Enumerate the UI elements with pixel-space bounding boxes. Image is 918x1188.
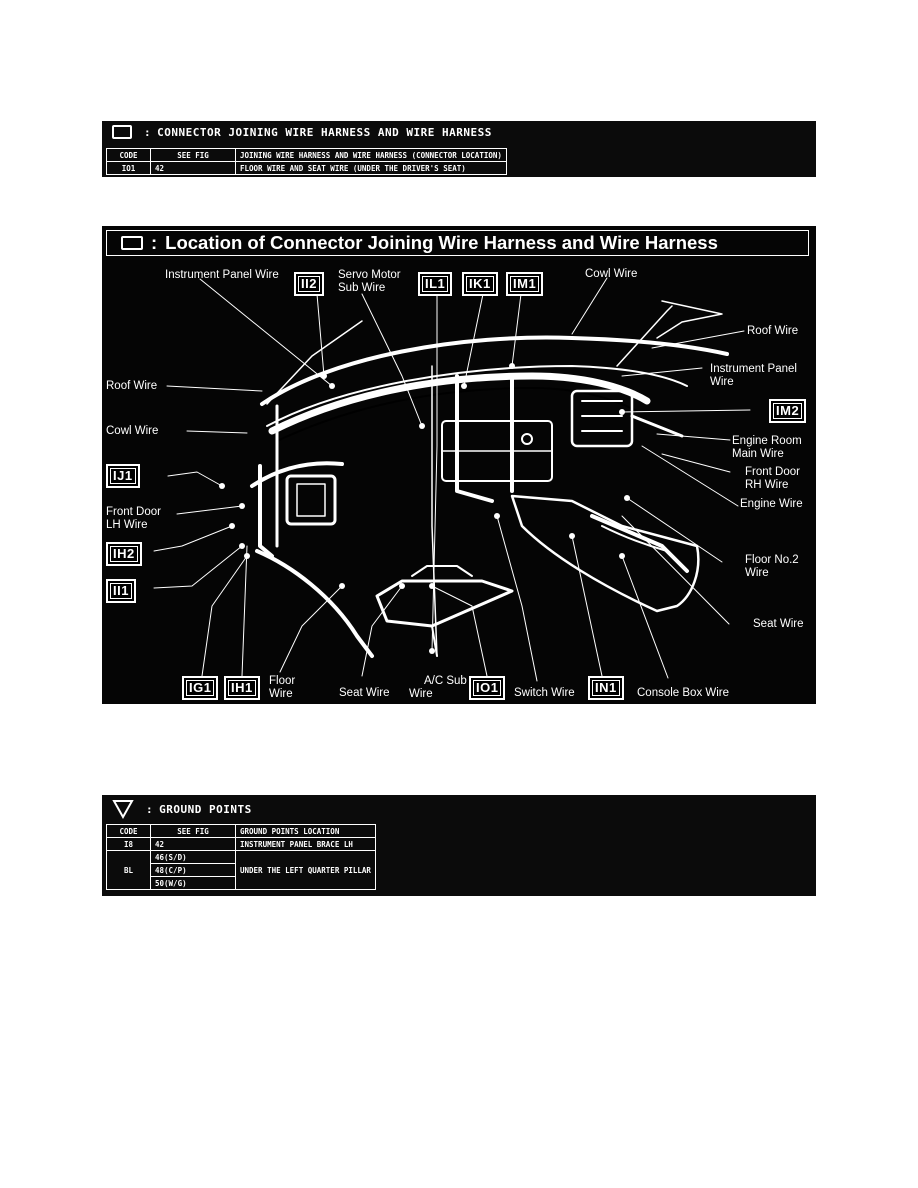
- row-location: INSTRUMENT PANEL BRACE LH: [235, 837, 376, 851]
- code-ij1: IJ1: [106, 464, 140, 488]
- label-seat-wire-bottom: Seat Wire: [339, 687, 390, 699]
- connector-table: : CONNECTOR JOINING WIRE HARNESS AND WIR…: [102, 121, 816, 177]
- label-front-door-rh: Front Door: [745, 466, 800, 478]
- table-row: IO1 42 FLOOR WIRE AND SEAT WIRE (UNDER T…: [106, 161, 507, 175]
- floor-harness: [255, 549, 374, 658]
- header-location: JOINING WIRE HARNESS AND WIRE HARNESS (C…: [235, 148, 507, 162]
- label-instrument-panel-wire-top: Instrument Panel Wire: [165, 269, 279, 281]
- row-location: UNDER THE LEFT QUARTER PILLAR: [235, 850, 376, 890]
- row-code: IO1: [106, 161, 151, 175]
- label-floor-no2: Floor No.2: [745, 554, 799, 566]
- row-see-fig: 42: [150, 837, 236, 851]
- code-io1: IO1: [469, 676, 506, 700]
- code-ii1: II1: [106, 579, 136, 603]
- connector-square-icon: [112, 125, 132, 139]
- label-engine-wire: Engine Wire: [740, 498, 803, 510]
- header-ground-location: GROUND POINTS LOCATION: [235, 824, 376, 838]
- ground-table-title: GROUND POINTS: [159, 802, 252, 816]
- label-engine-room: Engine Room: [732, 435, 802, 447]
- console-body: [510, 494, 700, 613]
- code-ii2: II2: [294, 272, 324, 296]
- label-cowl-wire-top: Cowl Wire: [585, 268, 638, 280]
- ground-points-table: : GROUND POINTS CODE SEE FIG GROUND POIN…: [102, 795, 816, 896]
- row-see-fig: 46(S/D): [150, 850, 236, 864]
- header-code: CODE: [106, 148, 151, 162]
- dashboard-lower-edge: [266, 365, 688, 427]
- row-location: FLOOR WIRE AND SEAT WIRE (UNDER THE DRIV…: [235, 161, 507, 175]
- header-see-fig: SEE FIG: [150, 824, 236, 838]
- row-code: I8: [106, 837, 151, 851]
- header-code: CODE: [106, 824, 151, 838]
- label-ac-sub-wire: Wire: [409, 688, 433, 700]
- label-seat-wire-right: Seat Wire: [753, 618, 804, 630]
- label-front-door-lh-wire: LH Wire: [106, 519, 148, 531]
- label-roof-wire-right: Roof Wire: [747, 325, 799, 337]
- label-cowl-wire-left: Cowl Wire: [106, 425, 159, 437]
- connector-table-title: CONNECTOR JOINING WIRE HARNESS AND WIRE …: [157, 125, 492, 139]
- label-front-door-rh-wire: RH Wire: [745, 479, 789, 491]
- seat-harness: [375, 579, 514, 628]
- connector-table-grid: CODE SEE FIG JOINING WIRE HARNESS AND WI…: [106, 148, 507, 175]
- label-ac-sub: A/C Sub: [424, 675, 467, 687]
- table-header-row: CODE SEE FIG JOINING WIRE HARNESS AND WI…: [106, 148, 507, 162]
- windshield-line: [266, 320, 363, 405]
- label-floor-no2-wire: Wire: [745, 567, 769, 579]
- code-ih1: IH1: [224, 676, 260, 700]
- lh-junction-block: [285, 474, 337, 526]
- label-servo-motor: Servo Motor: [338, 269, 401, 281]
- code-ik1: IK1: [462, 272, 498, 296]
- label-roof-wire-left: Roof Wire: [106, 380, 158, 392]
- label-floor: Floor: [269, 675, 296, 687]
- code-in1: IN1: [588, 676, 624, 700]
- connector-square-icon: [121, 236, 143, 250]
- ground-table-grid: CODE SEE FIG GROUND POINTS LOCATION I8 4…: [106, 824, 376, 890]
- roof-rail: [616, 305, 673, 367]
- row-see-fig: 48(C/P): [150, 863, 236, 877]
- label-switch-wire: Switch Wire: [514, 687, 575, 699]
- label-instrument-panel-wire-right: Instrument Panel: [710, 363, 797, 375]
- label-console-box-wire: Console Box Wire: [637, 687, 730, 699]
- main-harness: [268, 372, 651, 435]
- row-see-fig: 50(W/G): [150, 876, 236, 890]
- ground-table-title-bar: : GROUND POINTS: [102, 795, 816, 823]
- code-im1: IM1: [506, 272, 544, 296]
- wiring-illustration: [153, 277, 751, 682]
- code-ih2: IH2: [106, 542, 142, 566]
- diagram-title-bar: : Location of Connector Joining Wire Har…: [106, 230, 809, 256]
- label-servo-sub-wire: Sub Wire: [338, 282, 386, 294]
- main-harness-inner: [276, 387, 638, 442]
- header-see-fig: SEE FIG: [150, 148, 236, 162]
- ground-triangle-icon: [112, 800, 134, 819]
- code-il1: IL1: [418, 272, 453, 296]
- connector-table-title-bar: : CONNECTOR JOINING WIRE HARNESS AND WIR…: [102, 121, 816, 143]
- label-engine-room-main-wire: Main Wire: [732, 448, 784, 460]
- label-floor-wire: Wire: [269, 688, 293, 700]
- table-row: 50(W/G): [107, 876, 376, 890]
- label-instrument-panel-wire-right-2: Wire: [710, 376, 734, 388]
- wire-harness-diagram: : Location of Connector Joining Wire Har…: [102, 226, 816, 704]
- code-im2: IM2: [769, 399, 807, 423]
- code-ig1: IG1: [182, 676, 219, 700]
- pillar-right: [656, 300, 723, 339]
- row-code: BL: [106, 850, 151, 890]
- table-header-row: CODE SEE FIG GROUND POINTS LOCATION: [106, 824, 376, 838]
- row-see-fig: 42: [150, 161, 236, 175]
- dashboard-top-edge: [260, 335, 729, 406]
- diagram-title: Location of Connector Joining Wire Harne…: [165, 232, 718, 253]
- label-front-door-lh: Front Door: [106, 506, 161, 518]
- table-row: BL 46(S/D) UNDER THE LEFT QUARTER PILLAR: [106, 850, 376, 890]
- table-row: I8 42 INSTRUMENT PANEL BRACE LH: [106, 837, 376, 851]
